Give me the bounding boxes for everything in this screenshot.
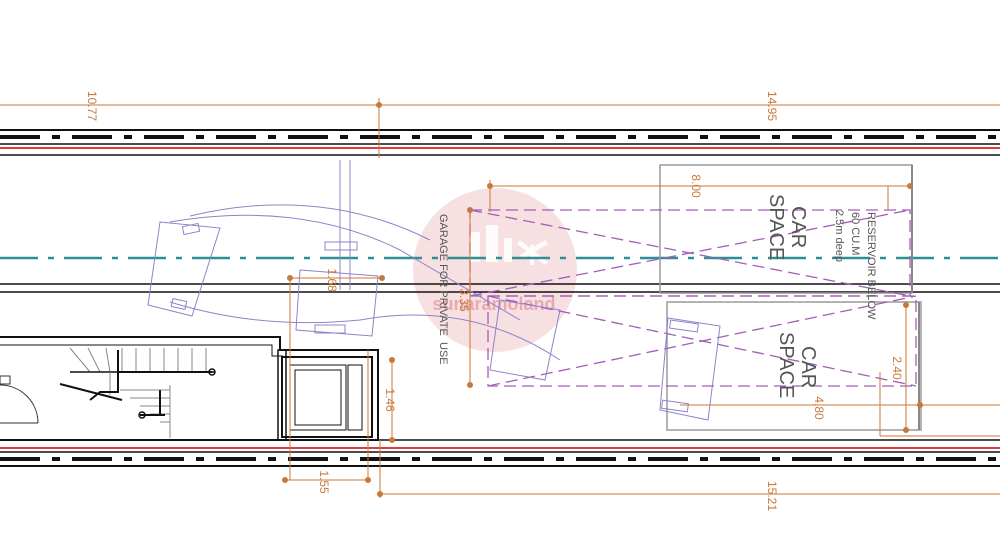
garage-label-line2: USE: [437, 342, 449, 365]
dim-bottom-span: 15.21: [765, 481, 779, 511]
middle-walls: [0, 283, 1000, 293]
room-labels: GARAGE FOR PRIVATE USE CAR SPACE CAR SPA…: [437, 194, 877, 398]
car-space-bottom: [666, 301, 922, 431]
stair-core: [0, 336, 379, 441]
dim-right-width: 4.80: [812, 396, 826, 420]
dimension-labels: 10.77 14.95 8.00 1.68 3.35 1.46 1.55 2.4…: [85, 91, 904, 511]
stairs-icon: [59, 347, 216, 438]
dim-top-span: 14.95: [765, 91, 779, 121]
car-space-top-label-b: SPACE: [765, 194, 787, 260]
top-wall-band: [0, 129, 1000, 156]
bottom-wall-band: [0, 439, 1000, 467]
dim-right-height: 2.40: [890, 356, 904, 380]
lift-icon: [347, 364, 363, 431]
dim-ramp-width: 8.00: [689, 174, 703, 198]
dimension-lines: [0, 98, 1000, 498]
watermark: sunaramoland: [413, 188, 577, 352]
car-space-bottom-label-a: CAR: [797, 346, 819, 388]
door-swing-icon: [0, 375, 39, 424]
watermark-logo-icon: [413, 188, 577, 352]
dim-left-top: 10.77: [85, 91, 99, 121]
garage-label-line1: GARAGE FOR PRIVATE: [437, 214, 449, 336]
reservoir-label-line3: 2.5m deep: [833, 210, 845, 262]
dim-vertical-left: 3.35: [457, 288, 471, 312]
car-space-top-label-a: CAR: [787, 206, 809, 248]
reservoir-label-line1: RESERVOIR BELOW: [865, 212, 877, 320]
parking-bays: [659, 164, 922, 431]
car-outline-icon: [147, 221, 721, 421]
car-space-bottom-label-b: SPACE: [775, 332, 797, 398]
reservoir-label-line2: 60 CU.M: [849, 212, 861, 255]
dim-lift-depth: 1.46: [383, 388, 397, 412]
vehicle-tracking: [147, 160, 721, 421]
dim-lift-width: 1.68: [325, 268, 339, 292]
watermark-text: sunaramoland: [432, 294, 555, 314]
dim-lift-bottom: 1.55: [317, 470, 331, 494]
